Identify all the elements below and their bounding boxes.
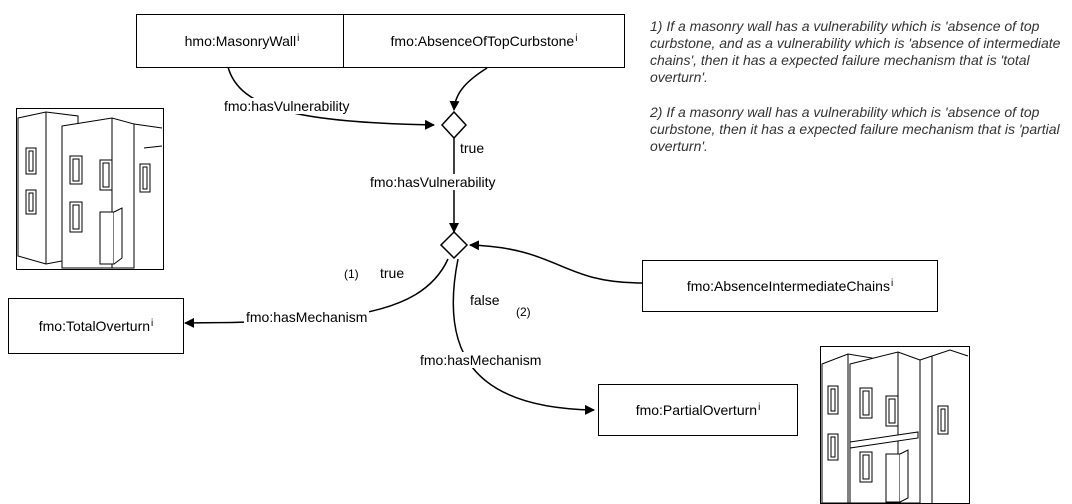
edge-curbstone-to-decision1	[449, 67, 488, 111]
rule-2: 2) If a masonry wall has a vulnerability…	[650, 104, 1060, 154]
edge-label-true-1: true	[460, 140, 485, 156]
rules-text: 1) If a masonry wall has a vulnerability…	[650, 18, 1062, 173]
node-absence-intermediate-chains-label: fmo:AbsenceIntermediateChains	[686, 278, 890, 294]
node-partial-overturn-sup: i	[758, 401, 761, 413]
edge-label-false: false	[470, 292, 500, 308]
edge-label-has-mechanism-1: fmo:hasMechanism	[244, 309, 370, 325]
node-masonry-wall-sup: i	[297, 32, 300, 44]
edge-label-has-vulnerability-1: fmo:hasVulnerability	[222, 98, 352, 114]
node-absence-top-curbstone-sup: i	[575, 32, 578, 44]
edge-label-has-mechanism-2: fmo:hasMechanism	[418, 352, 544, 368]
edge-label-marker-1: (1)	[344, 267, 359, 281]
node-total-overturn-label: fmo:TotalOverturn	[38, 318, 151, 334]
edge-chains-to-decision2	[469, 240, 643, 284]
building-illustration-right	[820, 346, 970, 504]
edge-label-marker-2: (2)	[516, 305, 531, 319]
rule-1: 1) If a masonry wall has a vulnerability…	[650, 18, 1061, 85]
edge-label-true-2: true	[380, 265, 405, 281]
node-absence-top-curbstone-label: fmo:AbsenceOfTopCurbstone	[390, 33, 575, 49]
decision-diamond-2	[439, 230, 469, 260]
node-partial-overturn-label: fmo:PartialOverturn	[635, 402, 758, 418]
edge-masonrywall-to-decision1	[227, 66, 435, 130]
node-total-overturn-sup: i	[151, 317, 154, 329]
node-absence-intermediate-chains-sup: i	[890, 277, 894, 289]
edge-label-has-vulnerability-2: fmo:hasVulnerability	[368, 174, 498, 190]
edge-decision2-to-partialoverturn	[452, 258, 595, 415]
node-masonry-wall-label: hmo:MasonryWall	[184, 33, 297, 49]
building-illustration-left	[16, 108, 164, 270]
decision-diamond-1	[440, 110, 468, 140]
